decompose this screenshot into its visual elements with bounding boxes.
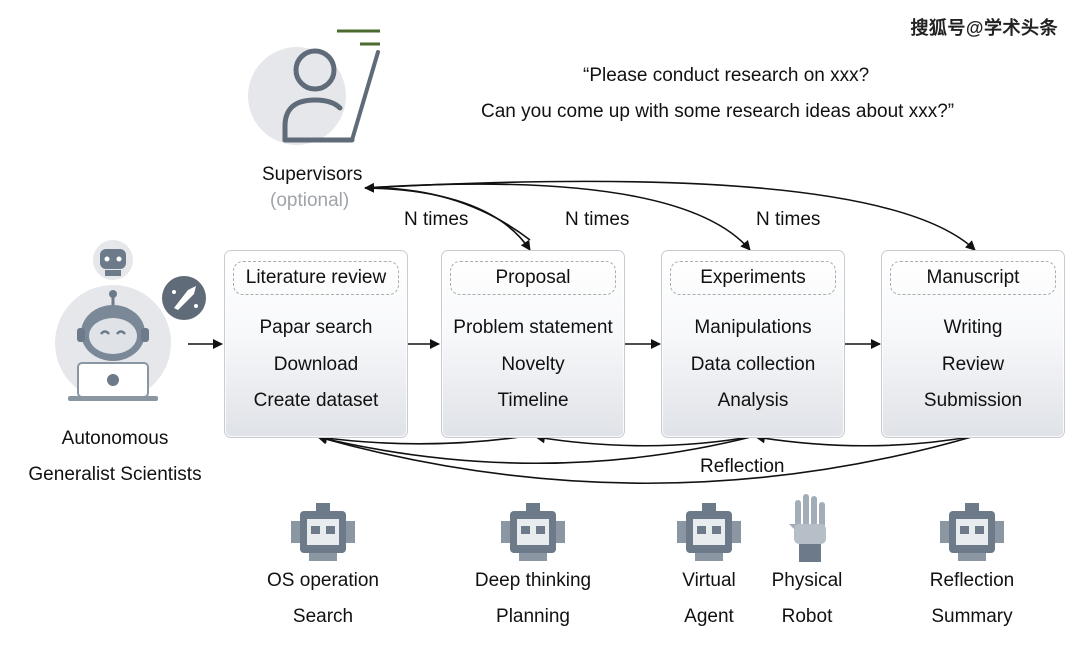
watermark: 搜狐号@学术头条 (910, 18, 1058, 38)
agent-label-line-2: Generalist Scientists (28, 464, 202, 485)
arc-supervisor-to-manuscript (364, 180, 976, 251)
robot-icon (501, 503, 565, 561)
stage-item: Problem statement (453, 317, 613, 338)
stage-item: Download (273, 353, 359, 375)
stage-title: Experiments (670, 261, 836, 295)
stage-item: Submission (923, 390, 1023, 411)
stage-item: Writing (943, 317, 1003, 338)
stage-item: Data collection (690, 353, 816, 375)
quote-line-1: “Please conduct research on xxx? (583, 65, 870, 86)
n-times-label-3: N times (756, 209, 821, 230)
robot-icon (677, 503, 741, 561)
tool-label-line-1: Physical (771, 570, 843, 591)
tool-label-line-2: Agent (684, 606, 734, 627)
ai-scientist-robot-icon (55, 240, 206, 401)
tool-label-line-1: Deep thinking (474, 570, 592, 591)
stage-title: Manuscript (890, 261, 1056, 295)
stage-item: Create dataset (253, 390, 379, 411)
supervisor-label: Supervisors (262, 164, 363, 185)
tool-label-line-1: OS operation (267, 570, 379, 591)
stage-item: Manipulations (694, 317, 812, 338)
stage-item: Novelty (501, 353, 565, 375)
supervisor-optional-label: (optional) (270, 190, 350, 211)
arc-to-supervisor (364, 182, 531, 241)
tool-label-line-1: Reflection (929, 570, 1015, 591)
robot-icon (940, 503, 1004, 561)
robot-icon (291, 503, 355, 561)
stage-proposal: Proposal Problem statement Novelty Timel… (441, 250, 625, 438)
arc-reflection-manuscript-to-literature (317, 434, 976, 485)
stage-item: Timeline (497, 390, 569, 411)
arc-reflection-experiments-to-proposal (535, 433, 756, 447)
supervisor-icon (248, 29, 380, 145)
n-times-label-2: N times (565, 209, 630, 230)
stage-experiments: Experiments Manipulations Data collectio… (661, 250, 845, 438)
tool-label-line-2: Search (292, 606, 354, 627)
tool-label-line-2: Robot (781, 606, 833, 627)
arc-reflection-manuscript-to-experiments (755, 433, 976, 447)
quote-line-2: Can you come up with some research ideas… (481, 101, 955, 122)
stage-manuscript: Manuscript Writing Review Submission (881, 250, 1065, 438)
tool-label-line-1: Virtual (682, 570, 736, 591)
stage-item: Papar search (259, 317, 373, 338)
n-times-label-1: N times (404, 209, 469, 230)
agent-label-line-1: Autonomous (61, 428, 169, 449)
stage-literature-review: Literature review Papar search Download … (224, 250, 408, 438)
tool-label-line-2: Summary (931, 606, 1013, 627)
arc-reflection-experiments-to-literature (317, 434, 756, 465)
stage-title: Proposal (450, 261, 616, 295)
stage-title: Literature review (233, 261, 399, 295)
reflection-label: Reflection (700, 456, 785, 477)
stage-item: Review (941, 353, 1005, 375)
stage-item: Analysis (717, 390, 789, 411)
robot-hand-icon (789, 494, 826, 562)
tool-label-line-2: Planning (496, 606, 570, 627)
